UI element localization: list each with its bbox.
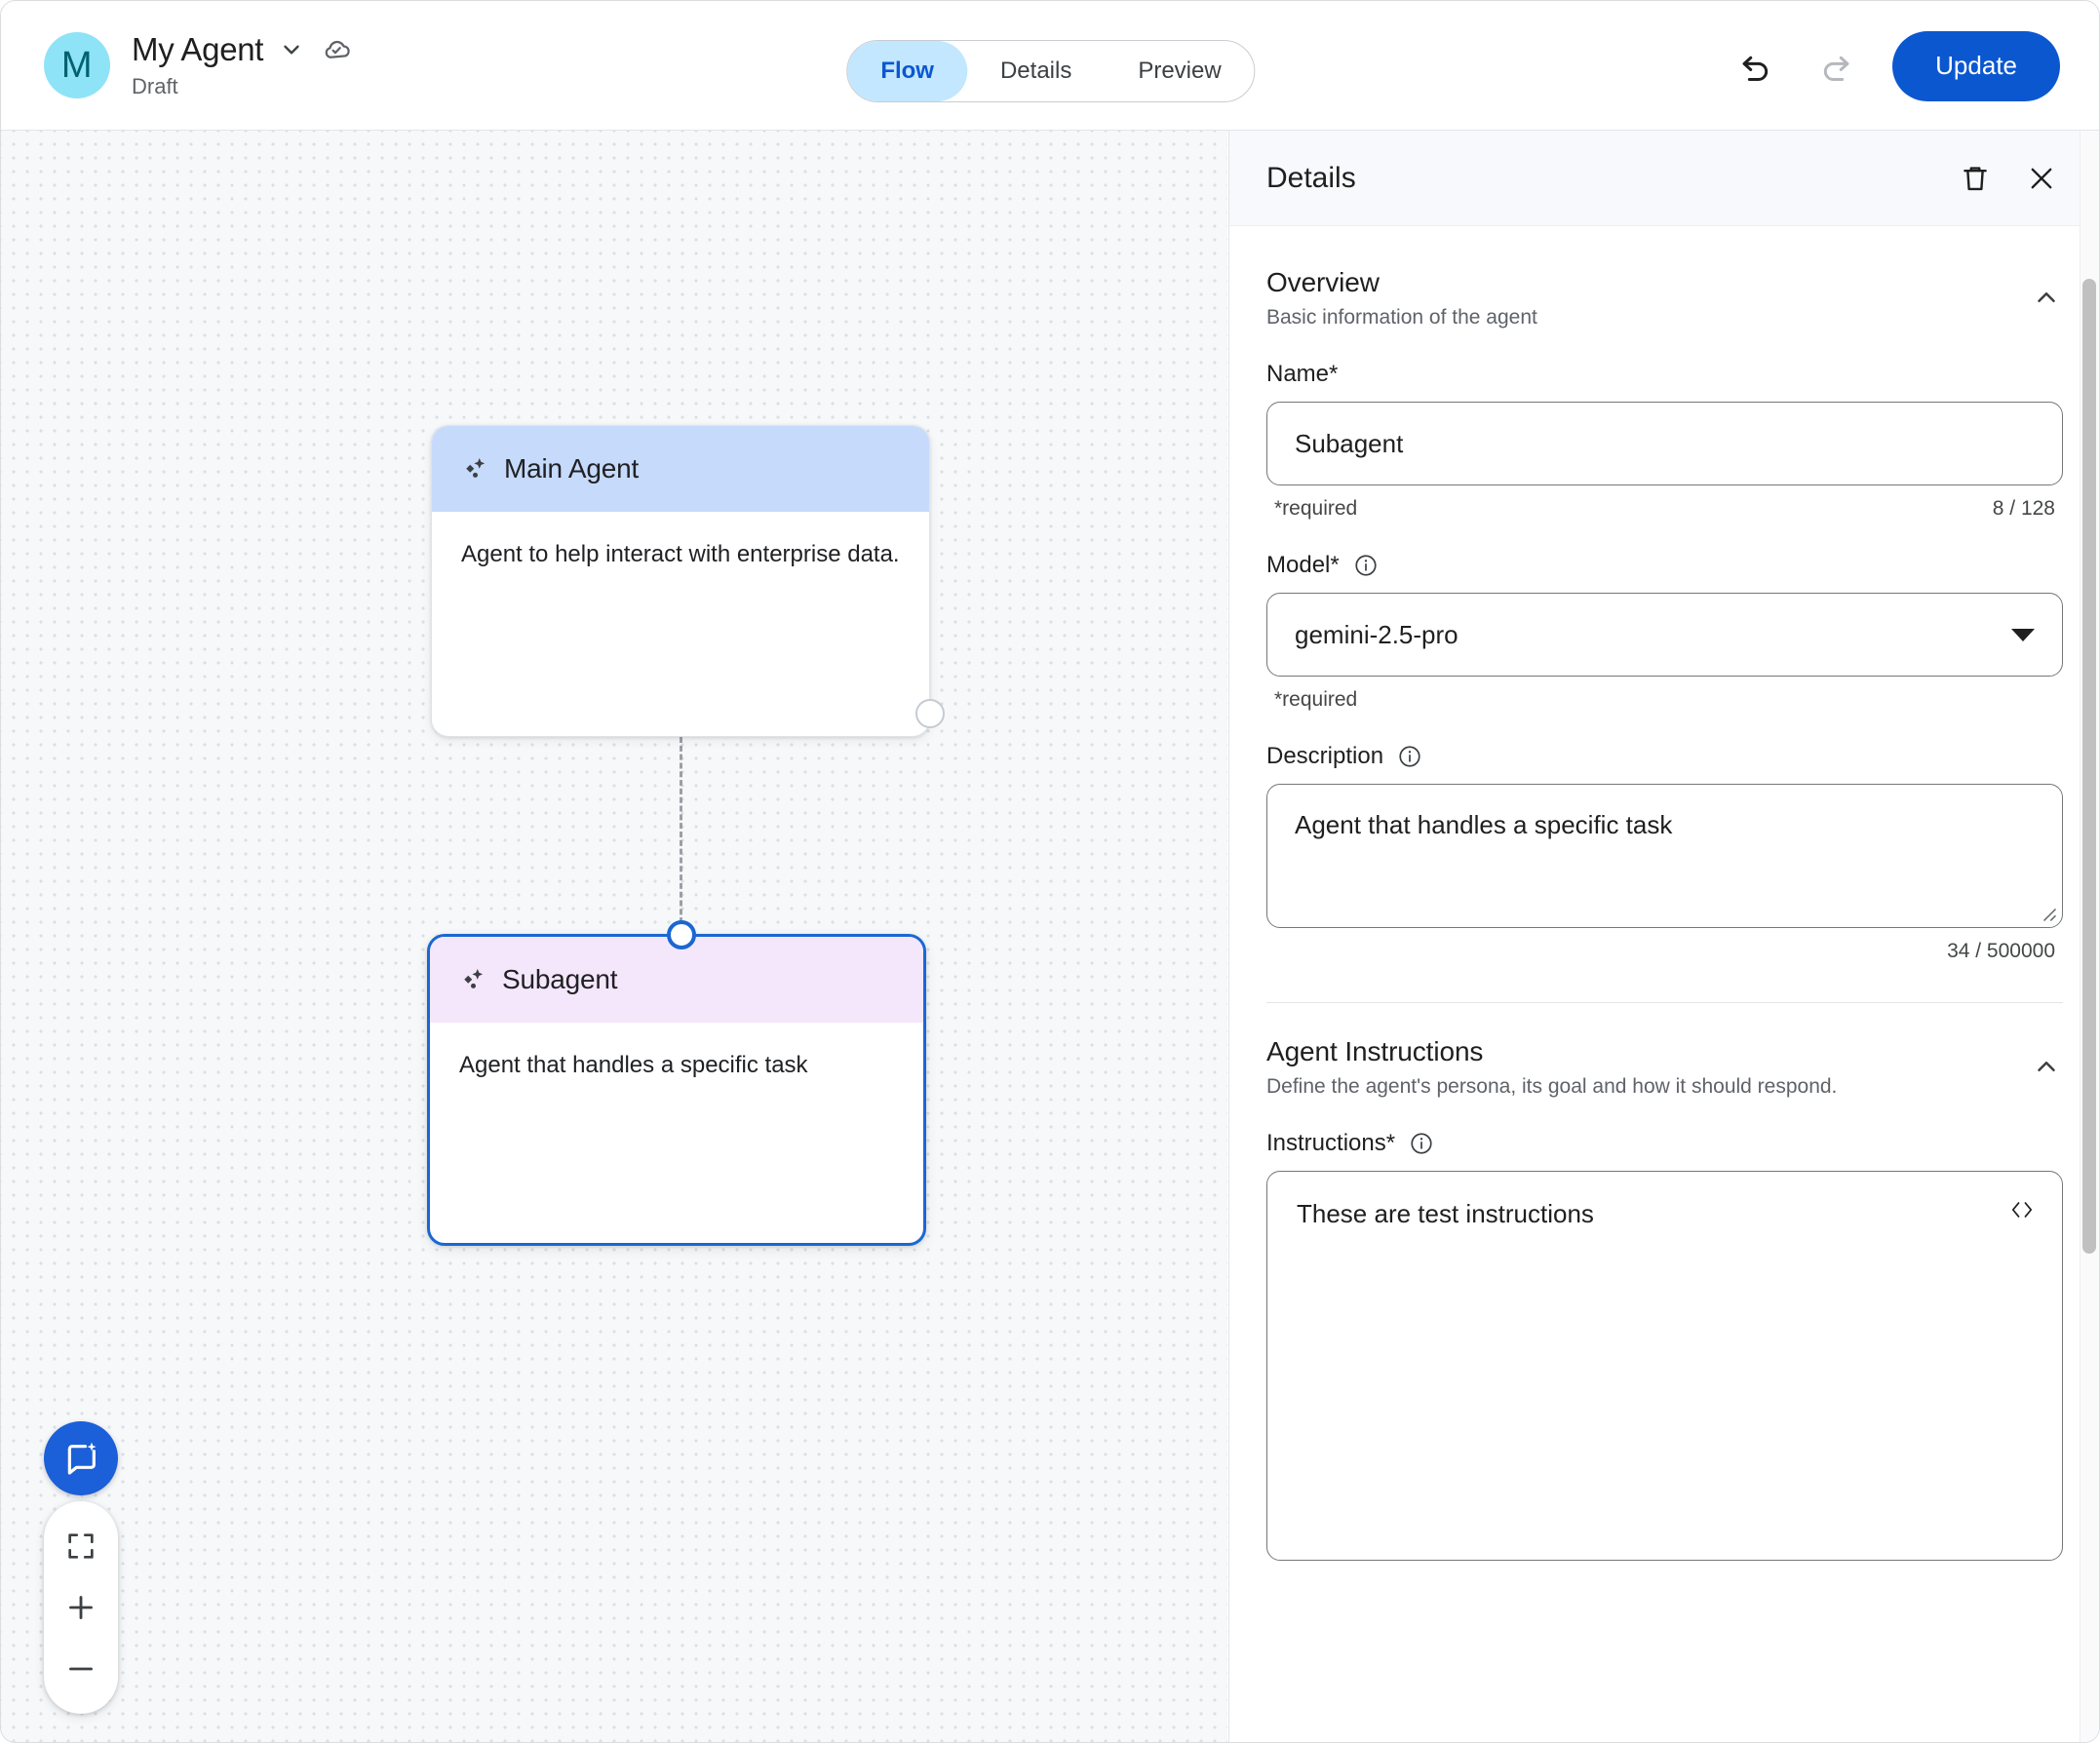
node-description: Agent to help interact with enterprise d… — [461, 541, 900, 567]
section-overview-text: Overview Basic information of the agent — [1266, 267, 1537, 329]
name-field-group: Name* Subagent *required 8 / 128 — [1266, 361, 2063, 521]
section-divider — [1266, 1002, 2063, 1003]
details-panel-title: Details — [1266, 161, 1356, 194]
section-subtitle: Basic information of the agent — [1266, 306, 1537, 329]
info-icon[interactable] — [1409, 1131, 1434, 1156]
update-button[interactable]: Update — [1892, 30, 2060, 101]
avatar: M — [44, 32, 110, 98]
chevron-down-icon[interactable] — [279, 37, 304, 62]
info-icon[interactable] — [1397, 744, 1422, 769]
cloud-saved-icon[interactable] — [320, 33, 353, 66]
flow-node-main-agent[interactable]: Main Agent Agent to help interact with e… — [431, 425, 930, 737]
sparkle-icon — [466, 458, 486, 478]
resize-handle[interactable] — [2040, 905, 2057, 922]
close-icon[interactable] — [2025, 162, 2058, 195]
panel-scrollbar-track[interactable] — [2080, 131, 2099, 1742]
details-panel: Details Overview Basic — [1228, 131, 2099, 1742]
chevron-up-icon[interactable] — [2030, 1050, 2063, 1083]
node-connector-edge — [680, 737, 682, 932]
model-selected-value: gemini-2.5-pro — [1295, 619, 1458, 649]
details-panel-actions — [1959, 162, 2058, 195]
status-badge: Draft — [132, 74, 178, 98]
instructions-char-counter — [2049, 1574, 2055, 1586]
redo-icon[interactable] — [1812, 43, 1859, 90]
dropdown-caret-icon — [2011, 628, 2035, 641]
section-title: Agent Instructions — [1266, 1036, 1484, 1066]
description-label-text: Description — [1266, 743, 1384, 769]
section-title: Overview — [1266, 267, 1380, 297]
section-subtitle: Define the agent's persona, its goal and… — [1266, 1075, 1838, 1098]
model-label: Model* — [1266, 552, 2063, 579]
model-required-hint: *required — [1274, 688, 1358, 711]
name-input[interactable]: Subagent — [1266, 402, 2063, 485]
model-label-text: Model* — [1266, 552, 1340, 578]
node-description: Agent that handles a specific task — [459, 1052, 808, 1078]
agent-name-block: My Agent Draft — [132, 31, 353, 99]
node-output-handle[interactable] — [915, 699, 945, 728]
instructions-label-text: Instructions* — [1266, 1130, 1396, 1156]
name-char-counter: 8 / 128 — [1992, 497, 2055, 520]
model-field-group: Model* gemini-2.5-pro *required — [1266, 552, 2063, 712]
zoom-controls — [44, 1501, 118, 1714]
zoom-in-button[interactable] — [56, 1582, 106, 1633]
tab-flow[interactable]: Flow — [847, 41, 967, 101]
instructions-field-group: Instructions* These are test instruction… — [1266, 1130, 2063, 1586]
model-select[interactable]: gemini-2.5-pro — [1266, 593, 2063, 677]
undo-icon[interactable] — [1732, 43, 1779, 90]
zoom-out-button[interactable] — [56, 1644, 106, 1694]
sparkle-icon — [464, 969, 484, 988]
chat-sparkle-icon[interactable] — [44, 1421, 118, 1495]
details-panel-body: Overview Basic information of the agent … — [1229, 226, 2099, 1742]
instructions-label: Instructions* — [1266, 1130, 2063, 1157]
section-agent-instructions-header[interactable]: Agent Instructions Define the agent's pe… — [1266, 1036, 2063, 1099]
page-title: My Agent — [132, 31, 264, 67]
trash-icon[interactable] — [1959, 162, 1992, 195]
instructions-value: These are test instructions — [1297, 1199, 1594, 1228]
node-title: Main Agent — [504, 453, 640, 484]
name-label: Name* — [1266, 361, 2063, 388]
name-required-hint: *required — [1274, 497, 1358, 520]
view-mode-tabs: Flow Details Preview — [846, 40, 1256, 102]
description-textarea[interactable]: Agent that handles a specific task — [1266, 784, 2063, 928]
flow-canvas[interactable]: Main Agent Agent to help interact with e… — [1, 131, 1227, 1742]
top-bar-actions: Update — [1732, 1, 2060, 131]
name-helper-row: *required 8 / 128 — [1266, 497, 2063, 521]
node-header: Main Agent — [432, 426, 929, 512]
instructions-textarea[interactable]: These are test instructions — [1266, 1171, 2063, 1561]
section-agent-instructions-text: Agent Instructions Define the agent's pe… — [1266, 1036, 1837, 1099]
node-input-handle[interactable] — [667, 920, 696, 949]
fit-to-screen-icon[interactable] — [56, 1521, 106, 1571]
tab-details[interactable]: Details — [999, 58, 1072, 84]
tab-preview[interactable]: Preview — [1138, 58, 1222, 84]
model-helper-row: *required — [1266, 688, 2063, 712]
panel-scrollbar-thumb[interactable] — [2082, 279, 2096, 1254]
description-field-group: Description Agent that handles a specifi… — [1266, 743, 2063, 963]
flow-node-subagent[interactable]: Subagent Agent that handles a specific t… — [427, 934, 926, 1246]
instructions-required-hint — [1274, 1574, 1280, 1586]
section-overview-header[interactable]: Overview Basic information of the agent — [1266, 267, 2063, 329]
instructions-helper-row — [1266, 1574, 2063, 1586]
code-brackets-icon[interactable] — [2007, 1197, 2037, 1229]
description-value: Agent that handles a specific task — [1295, 810, 1673, 839]
details-panel-header: Details — [1229, 131, 2099, 226]
agent-identity: M My Agent Draft — [44, 31, 353, 99]
node-title: Subagent — [502, 964, 618, 994]
description-char-counter: 34 / 500000 — [1947, 940, 2055, 962]
info-icon[interactable] — [1353, 553, 1379, 578]
name-label-text: Name* — [1266, 361, 1339, 387]
agent-name-row: My Agent — [132, 31, 353, 68]
top-bar: M My Agent Draft Flo — [1, 1, 2099, 131]
node-header: Subagent — [430, 937, 923, 1023]
description-label: Description — [1266, 743, 2063, 770]
chevron-up-icon[interactable] — [2030, 281, 2063, 314]
